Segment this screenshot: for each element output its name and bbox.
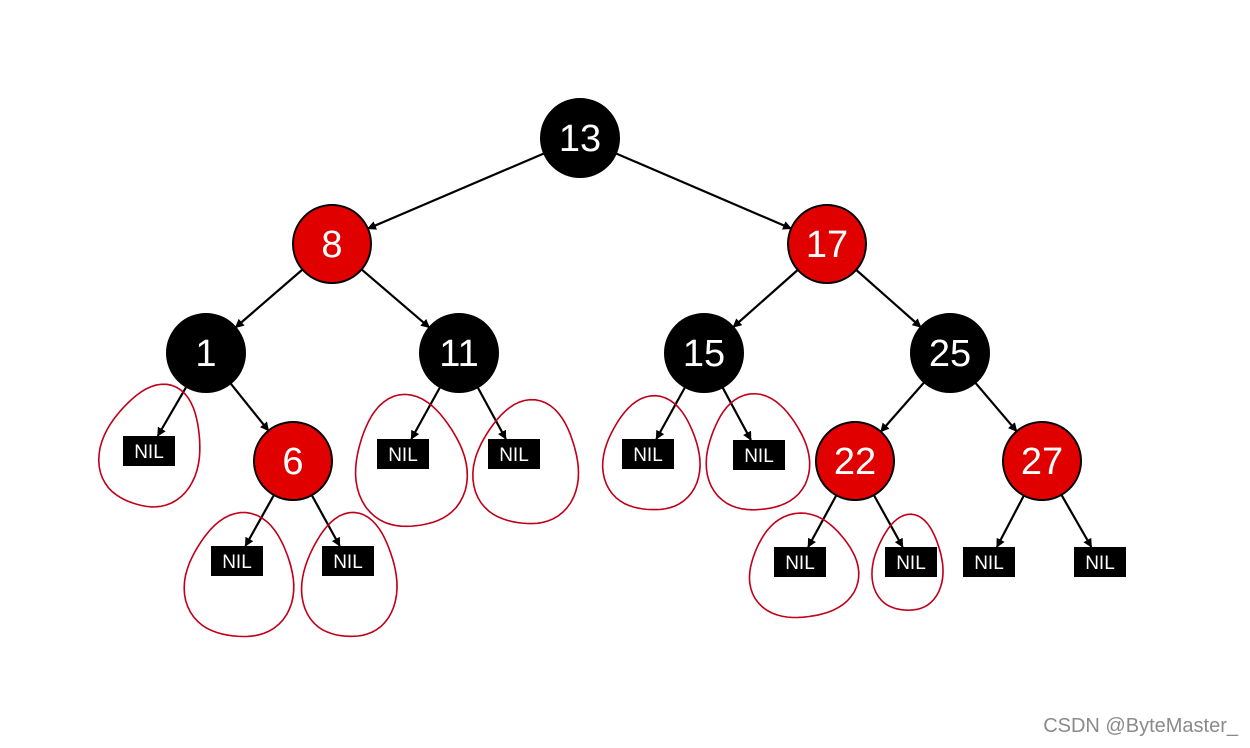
- tree-node-17: 17: [787, 204, 867, 284]
- tree-node-15: 15: [664, 313, 744, 393]
- nil-leaf: NIL: [123, 436, 175, 466]
- nil-leaf: NIL: [322, 546, 374, 576]
- nil-label: NIL: [134, 442, 164, 463]
- node-label: 25: [929, 333, 971, 375]
- edge-n15-nil6: [655, 386, 687, 440]
- nil-leaf: NIL: [885, 547, 937, 577]
- nil-leaf: NIL: [733, 440, 785, 470]
- watermark: CSDN @ByteMaster_: [1043, 715, 1238, 737]
- edge-n6-nil3: [310, 494, 341, 547]
- node-label: 11: [439, 333, 478, 375]
- black-node-circle: [540, 98, 620, 178]
- edge-n27-nil10: [995, 495, 1025, 548]
- edge-n1-nil1: [156, 386, 188, 437]
- node-label: 8: [321, 224, 342, 266]
- handwritten-circle-nil1: [97, 383, 201, 508]
- edge-n6-nil2: [244, 494, 275, 547]
- handwritten-circle-nil5: [472, 398, 580, 525]
- handwritten-circle-nil9: [871, 513, 944, 611]
- node-label: 13: [559, 118, 601, 160]
- nil-label: NIL: [499, 445, 529, 466]
- tree-node-25: 25: [910, 313, 990, 393]
- nil-label: NIL: [974, 553, 1004, 574]
- edge-n13-n17: [615, 152, 792, 230]
- edge-n25-n22: [879, 381, 926, 433]
- tree-node-27: 27: [1002, 421, 1082, 501]
- tree-node-1: 1: [166, 313, 246, 393]
- tree-node-13: 13: [540, 98, 620, 178]
- nil-box: [774, 547, 826, 577]
- node-label: 22: [834, 441, 876, 483]
- nil-label: NIL: [388, 445, 418, 466]
- black-node-circle: [664, 313, 744, 393]
- nil-leaf: NIL: [774, 547, 826, 577]
- handwritten-circles: [97, 383, 944, 638]
- edge-n22-nil9: [872, 494, 904, 548]
- edge-n11-nil5: [476, 386, 507, 440]
- nil-box: [885, 547, 937, 577]
- nil-leaf: NIL: [488, 439, 540, 469]
- red-node-circle: [253, 421, 333, 501]
- tree-node-11: 11: [419, 313, 499, 393]
- handwritten-circle-nil7: [705, 392, 811, 511]
- node-label: 27: [1021, 441, 1063, 483]
- nil-leaf: NIL: [211, 546, 263, 576]
- nil-box: [488, 439, 540, 469]
- nil-box: [322, 546, 374, 576]
- edge-n17-n25: [855, 269, 922, 328]
- nil-box: [733, 440, 785, 470]
- red-node-circle: [1002, 421, 1082, 501]
- handwritten-circle-nil8: [748, 512, 860, 619]
- edge-n17-n15: [732, 269, 799, 328]
- nil-leaf: NIL: [377, 439, 429, 469]
- edge-n22-nil8: [807, 494, 838, 548]
- nil-label: NIL: [896, 553, 926, 574]
- edge-n11-nil4: [410, 386, 442, 440]
- nil-box: [1074, 547, 1126, 577]
- red-node-circle: [292, 204, 372, 284]
- nil-box: [123, 436, 175, 466]
- edge-n1-n6: [229, 382, 270, 432]
- node-label: 6: [282, 441, 303, 483]
- red-node-circle: [815, 421, 895, 501]
- nil-leaf: NIL: [622, 439, 674, 469]
- black-node-circle: [166, 313, 246, 393]
- edge-n15-nil7: [721, 386, 752, 441]
- node-label: 17: [806, 224, 848, 266]
- nil-label: NIL: [633, 445, 663, 466]
- tree-node-8: 8: [292, 204, 372, 284]
- nil-box: [963, 547, 1015, 577]
- black-node-circle: [910, 313, 990, 393]
- nil-label: NIL: [222, 552, 252, 573]
- edge-n27-nil11: [1060, 494, 1093, 548]
- nil-box: [377, 439, 429, 469]
- handwritten-circle-nil2: [183, 511, 295, 638]
- nil-label: NIL: [333, 552, 363, 573]
- node-label: 15: [683, 333, 725, 375]
- nil-leaf: NIL: [963, 547, 1015, 577]
- nil-label: NIL: [744, 446, 774, 467]
- handwritten-circle-nil3: [300, 511, 398, 638]
- edges: [156, 152, 1093, 548]
- handwritten-circle-nil6: [601, 394, 701, 511]
- node-label: 1: [195, 333, 216, 375]
- handwritten-circle-nil4: [354, 393, 469, 528]
- black-node-circle: [419, 313, 499, 393]
- nil-leaf: NIL: [1074, 547, 1126, 577]
- nil-label: NIL: [785, 553, 815, 574]
- edge-n8-n1: [234, 268, 304, 329]
- nil-box: [211, 546, 263, 576]
- nil-label: NIL: [1085, 553, 1115, 574]
- edge-n8-n11: [360, 268, 431, 329]
- edge-n13-n8: [367, 152, 545, 230]
- red-node-circle: [787, 204, 867, 284]
- edge-n25-n27: [974, 381, 1018, 433]
- nil-box: [622, 439, 674, 469]
- tree-node-22: 22: [815, 421, 895, 501]
- tree-node-6: 6: [253, 421, 333, 501]
